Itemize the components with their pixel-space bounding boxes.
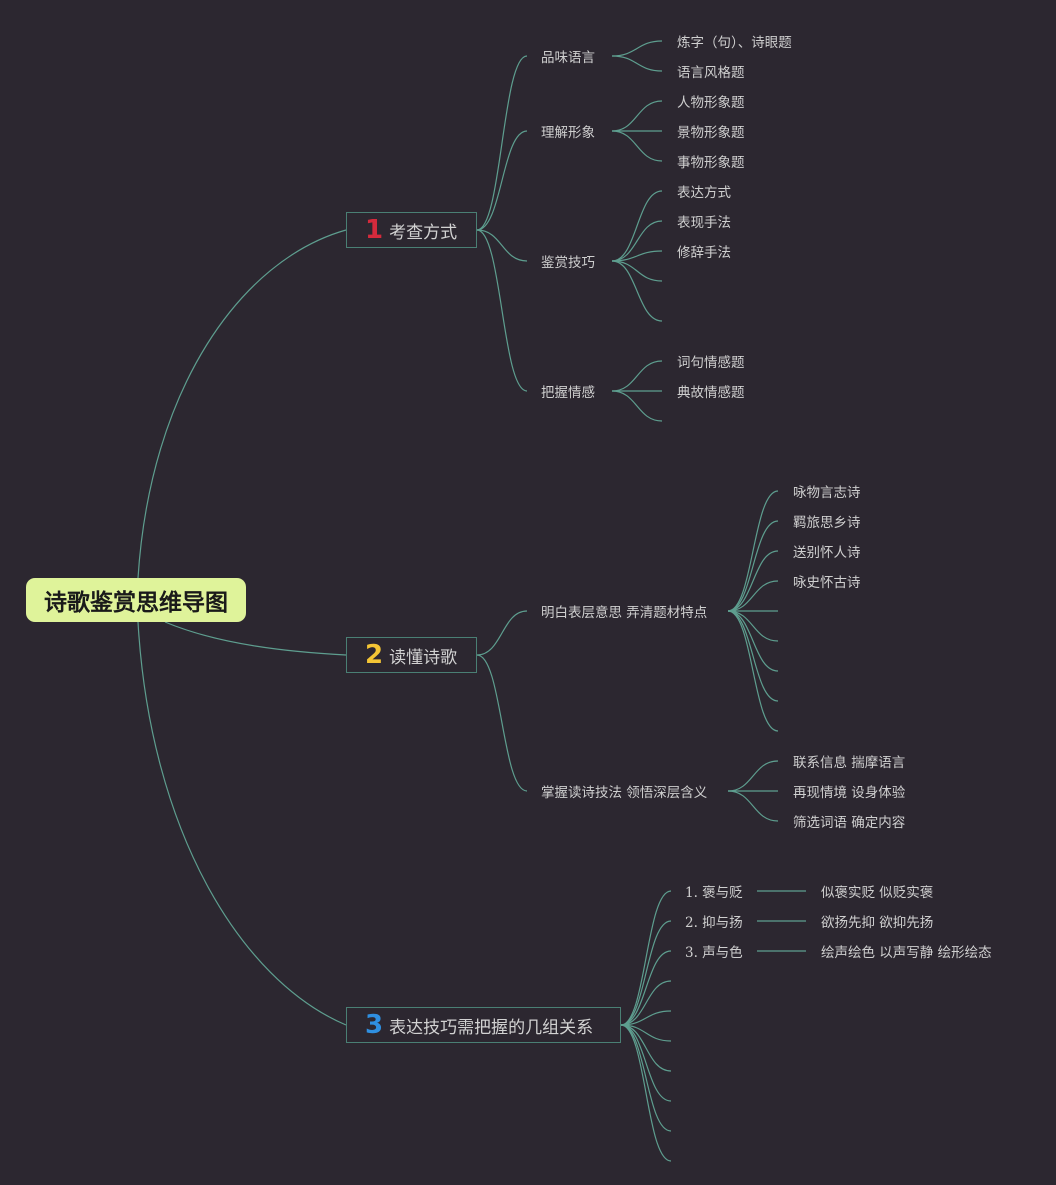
- branch-2-label: 读懂诗歌: [389, 647, 458, 668]
- link-b1-s4-leaf-3: [611, 390, 663, 422]
- branch-1-label: 考查方式: [389, 222, 458, 243]
- leaf-2-2-1[interactable]: 联系信息 揣摩语言: [793, 755, 906, 771]
- link-b3-sub-7: [620, 1024, 672, 1072]
- sub-2-2[interactable]: 掌握读诗技法 领悟深层含义: [541, 785, 708, 801]
- link-root-branch-2: [164, 621, 347, 656]
- link-b2-s1-leaf-7: [727, 610, 779, 672]
- sub-2-1[interactable]: 明白表层意思 弄清题材特点: [541, 605, 708, 621]
- link-b3-sub-1: [620, 890, 672, 1026]
- branch-3-label: 表达技巧需把握的几组关系: [389, 1017, 594, 1038]
- link-b3-sub-8: [620, 1024, 672, 1102]
- leaf-1-3-3[interactable]: 修辞手法: [677, 245, 731, 261]
- leaf-2-1-2[interactable]: 羁旅思乡诗: [793, 515, 861, 531]
- link-b3-sub-2: [620, 920, 672, 1026]
- link-b1-s3-leaf-3: [611, 250, 663, 262]
- root-node[interactable]: 诗歌鉴赏思维导图: [26, 578, 246, 622]
- link-b3-sub-6: [620, 1024, 672, 1042]
- link-b1-sub-4: [476, 229, 528, 392]
- link-root-branch-3: [137, 621, 347, 1026]
- link-b1-s2-leaf-3: [611, 130, 663, 162]
- sub-3-2[interactable]: 2. 抑与扬: [685, 915, 743, 931]
- link-b1-sub-3: [476, 229, 528, 262]
- link-b1-s3-leaf-1: [611, 190, 663, 262]
- link-b1-sub-2: [476, 130, 528, 231]
- branch-2-node[interactable]: 2 读懂诗歌: [346, 637, 477, 673]
- sub-1-4[interactable]: 把握情感: [541, 385, 595, 401]
- link-b3-sub-3: [620, 950, 672, 1026]
- leaf-1-3-2[interactable]: 表现手法: [677, 215, 731, 231]
- leaf-1-2-2[interactable]: 景物形象题: [677, 125, 745, 141]
- link-b2-s2-leaf-1: [727, 760, 779, 792]
- sub-1-3[interactable]: 鉴赏技巧: [541, 255, 595, 271]
- link-b1-sub-1: [476, 55, 528, 231]
- link-b2-s1-leaf-8: [727, 610, 779, 702]
- branch-1-number: 1: [365, 215, 384, 245]
- branch-3-number: 3: [365, 1010, 384, 1040]
- link-b1-s3-leaf-2: [611, 220, 663, 262]
- sub-3-3[interactable]: 3. 声与色: [685, 945, 743, 961]
- link-b2-s1-leaf-4: [727, 580, 779, 612]
- leaf-2-2-2[interactable]: 再现情境 设身体验: [793, 785, 906, 801]
- branch-1-node[interactable]: 1 考查方式: [346, 212, 477, 248]
- leaf-3-2-1[interactable]: 欲扬先抑 欲抑先扬: [821, 915, 934, 931]
- leaf-2-1-3[interactable]: 送别怀人诗: [793, 545, 861, 561]
- sub-1-1[interactable]: 品味语言: [541, 50, 595, 66]
- link-b2-s2-leaf-3: [727, 790, 779, 822]
- leaf-1-4-1[interactable]: 词句情感题: [677, 355, 745, 371]
- link-b1-s4-leaf-1: [611, 360, 663, 392]
- sub-3-1[interactable]: 1. 褒与贬: [685, 885, 743, 901]
- link-b2-sub-1: [476, 610, 528, 656]
- leaf-2-2-3[interactable]: 筛选词语 确定内容: [793, 815, 906, 831]
- leaf-3-1-1[interactable]: 似褒实贬 似贬实褒: [821, 885, 934, 901]
- link-b2-s1-leaf-3: [727, 550, 779, 612]
- leaf-1-1-2[interactable]: 语言风格题: [677, 65, 745, 81]
- leaf-1-1-1[interactable]: 炼字（句）、诗眼题: [677, 35, 792, 51]
- leaf-2-1-4[interactable]: 咏史怀古诗: [793, 575, 861, 591]
- leaf-1-3-1[interactable]: 表达方式: [677, 185, 731, 201]
- leaf-2-1-1[interactable]: 咏物言志诗: [793, 485, 861, 501]
- leaf-1-2-3[interactable]: 事物形象题: [677, 155, 745, 171]
- sub-1-2[interactable]: 理解形象: [541, 125, 595, 141]
- link-b2-s1-leaf-9: [727, 610, 779, 732]
- link-b1-s1-leaf-2: [611, 55, 663, 72]
- link-root-branch-1: [137, 229, 347, 579]
- link-b2-s1-leaf-1: [727, 490, 779, 612]
- link-b1-s3-leaf-4: [611, 260, 663, 282]
- link-b1-s3-leaf-5: [611, 260, 663, 322]
- leaf-3-3-1[interactable]: 绘声绘色 以声写静 绘形绘态: [821, 945, 992, 961]
- branch-2-number: 2: [365, 640, 384, 670]
- link-b3-sub-5: [620, 1010, 672, 1026]
- link-b2-s1-leaf-2: [727, 520, 779, 612]
- link-b3-sub-10: [620, 1024, 672, 1162]
- leaf-1-4-2[interactable]: 典故情感题: [677, 385, 745, 401]
- link-b2-sub-2: [476, 654, 528, 792]
- branch-3-node[interactable]: 3 表达技巧需把握的几组关系: [346, 1007, 621, 1043]
- link-b3-sub-4: [620, 980, 672, 1026]
- link-b1-s2-leaf-1: [611, 100, 663, 132]
- link-b1-s1-leaf-1: [611, 40, 663, 57]
- leaf-1-2-1[interactable]: 人物形象题: [677, 95, 745, 111]
